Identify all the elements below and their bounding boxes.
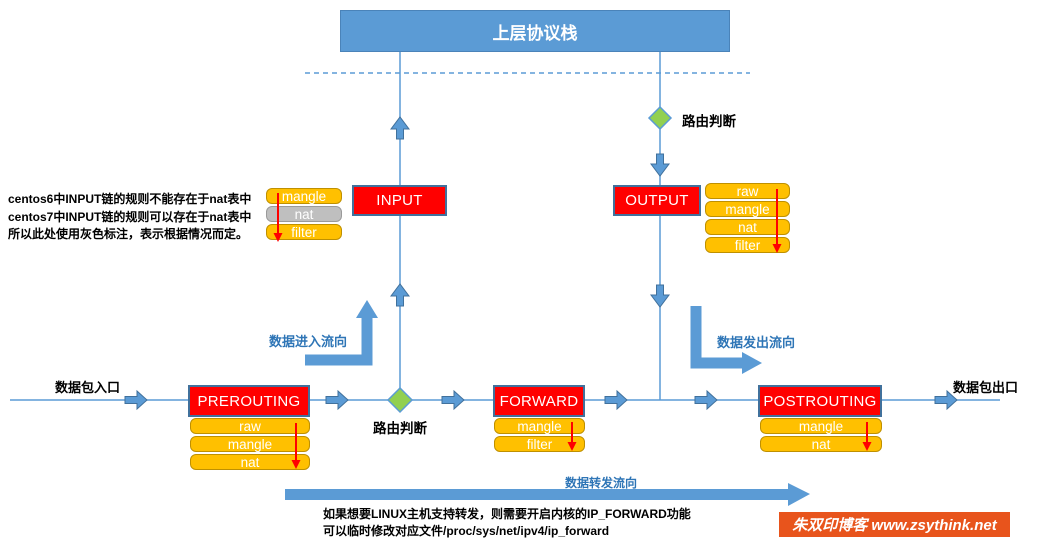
centos-nat-note-line2: centos7中INPUT链的规则可以存在于nat表中 — [8, 209, 252, 224]
watermark-badge: 朱双印博客 www.zsythink.net — [779, 512, 1010, 537]
flow-out-arrowhead-icon — [742, 352, 762, 374]
prerouting-chain-box: PREROUTING — [188, 385, 310, 417]
postrouting-chain-label: POSTROUTING — [763, 392, 877, 410]
ip-forward-note-line1: 如果想要LINUX主机支持转发，则需要开启内核的IP_FORWARD功能 — [323, 507, 691, 521]
forward-chain-box: FORWARD — [493, 385, 585, 417]
routing-decision-top-label: 路由判断 — [682, 114, 736, 129]
up-arrow-icon — [390, 283, 410, 307]
ip-forward-note-line2: 可以临时修改对应文件/proc/sys/net/ipv4/ip_forward — [323, 524, 610, 538]
input-table-mangle: mangle — [266, 188, 342, 204]
routing-diamond-output — [647, 105, 673, 131]
forward-tables-stack: mangle filter — [494, 418, 585, 454]
flow-forward-arrow — [285, 489, 788, 500]
right-arrow-icon — [325, 389, 349, 411]
flow-forward-label: 数据转发流向 — [565, 476, 638, 490]
prerouting-table-raw: raw — [190, 418, 310, 434]
flow-in-arrowhead-icon — [356, 300, 378, 318]
centos-nat-note: centos6中INPUT链的规则不能存在于nat表中 centos7中INPU… — [8, 191, 251, 244]
right-arrow-icon — [604, 389, 628, 411]
postrouting-table-mangle: mangle — [760, 418, 882, 434]
output-table-mangle: mangle — [705, 201, 790, 217]
output-table-filter: filter — [705, 237, 790, 253]
forward-table-filter: filter — [494, 436, 585, 452]
output-chain-label: OUTPUT — [625, 192, 689, 209]
output-table-nat: nat — [705, 219, 790, 235]
upper-protocol-stack-box: 上层协议栈 — [340, 10, 730, 52]
right-arrow-icon — [694, 389, 718, 411]
prerouting-table-mangle: mangle — [190, 436, 310, 452]
down-arrow-icon — [650, 153, 670, 177]
up-arrow-icon — [390, 116, 410, 140]
output-chain-box: OUTPUT — [613, 185, 701, 216]
flow-forward-arrowhead-icon — [788, 483, 810, 506]
flow-out-label: 数据发出流向 — [717, 335, 796, 350]
output-table-raw: raw — [705, 183, 790, 199]
prerouting-table-nat: nat — [190, 454, 310, 470]
watermark-text: 朱双印博客 www.zsythink.net — [792, 517, 997, 534]
postrouting-chain-box: POSTROUTING — [758, 385, 882, 417]
right-arrow-icon — [441, 389, 465, 411]
output-tables-stack: raw mangle nat filter — [705, 183, 790, 255]
input-table-filter: filter — [266, 224, 342, 240]
input-table-nat: nat — [266, 206, 342, 222]
routing-diamond-main — [386, 386, 414, 414]
packet-in-label: 数据包入口 — [55, 380, 121, 395]
down-arrow-icon — [650, 284, 670, 308]
postrouting-tables-stack: mangle nat — [760, 418, 882, 454]
packet-out-label: 数据包出口 — [953, 380, 1019, 395]
routing-decision-main-label: 路由判断 — [373, 421, 427, 436]
input-chain-label: INPUT — [376, 192, 423, 209]
prerouting-chain-label: PREROUTING — [197, 392, 301, 410]
centos-nat-note-line3: 所以此处使用灰色标注，表示根据情况而定。 — [8, 227, 249, 241]
prerouting-tables-stack: raw mangle nat — [190, 418, 310, 472]
input-chain-box: INPUT — [352, 185, 447, 216]
flow-in-label: 数据进入流向 — [269, 334, 348, 349]
forward-chain-label: FORWARD — [499, 392, 579, 410]
forward-table-mangle: mangle — [494, 418, 585, 434]
input-tables-stack: mangle nat filter — [266, 188, 342, 242]
centos-nat-note-line1: centos6中INPUT链的规则不能存在于nat表中 — [8, 192, 252, 206]
right-arrow-icon — [124, 389, 148, 411]
upper-protocol-stack-label: 上层协议栈 — [492, 23, 578, 43]
postrouting-table-nat: nat — [760, 436, 882, 452]
